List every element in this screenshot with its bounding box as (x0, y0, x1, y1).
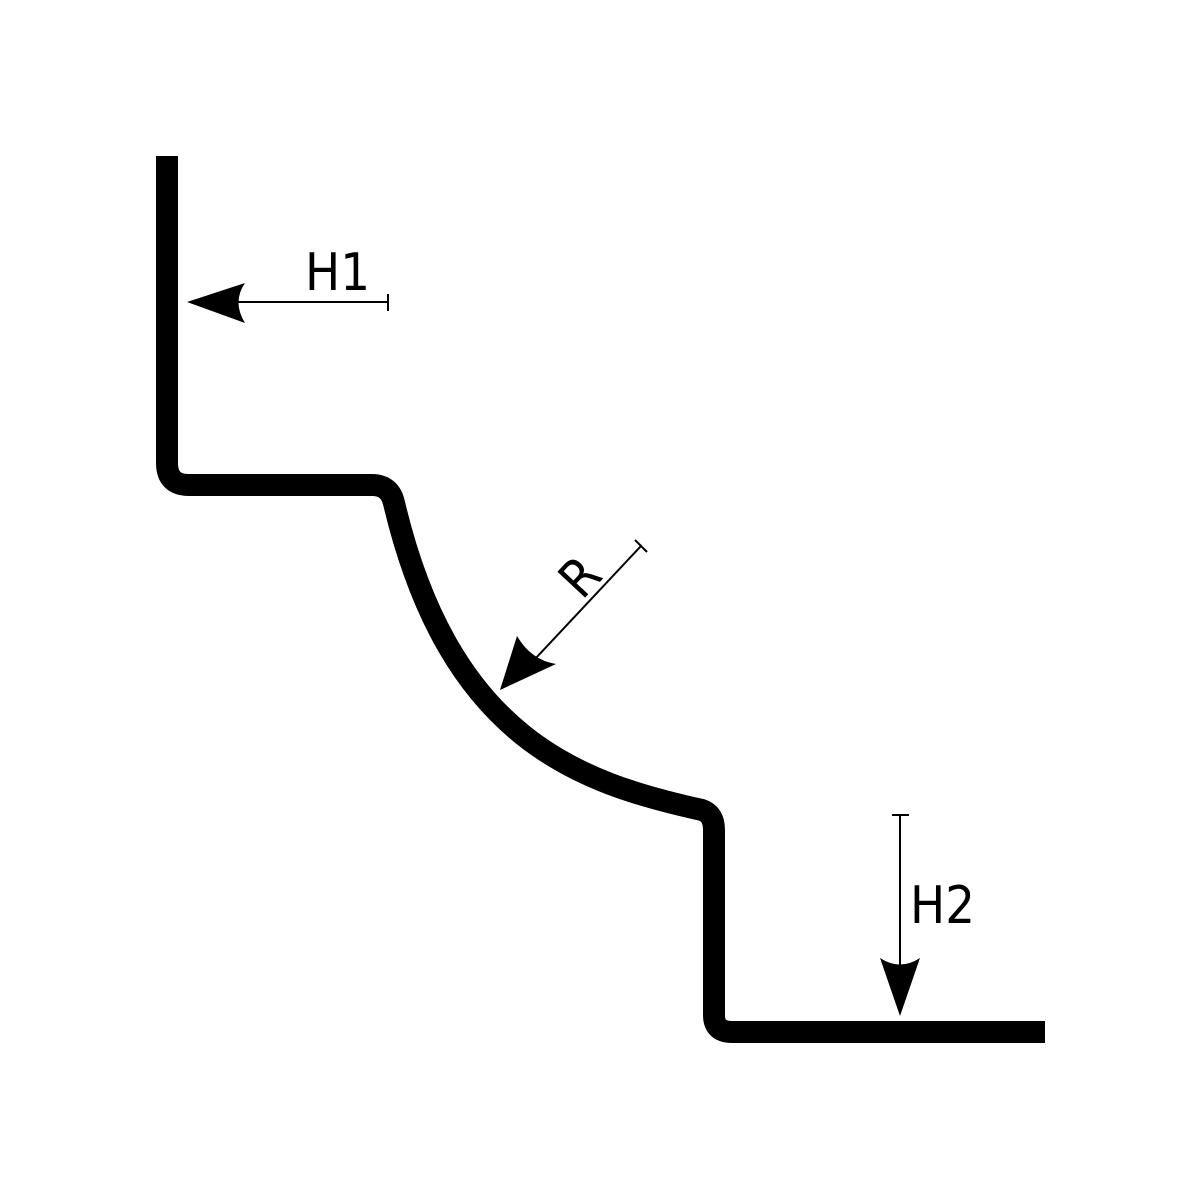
h2-label: H2 (910, 876, 975, 936)
h2-arrowhead (880, 958, 920, 1016)
r-label: R (548, 545, 614, 610)
r-dimension: R (500, 539, 648, 690)
h1-arrowhead (187, 283, 245, 323)
h1-label: H1 (305, 243, 370, 303)
h2-dimension: H2 (880, 814, 975, 1016)
r-arrowhead (500, 636, 556, 690)
h1-dimension: H1 (187, 243, 389, 323)
profile-outline (156, 156, 1045, 1043)
r-end-tick (634, 539, 648, 553)
r-dimension-line (534, 545, 642, 660)
